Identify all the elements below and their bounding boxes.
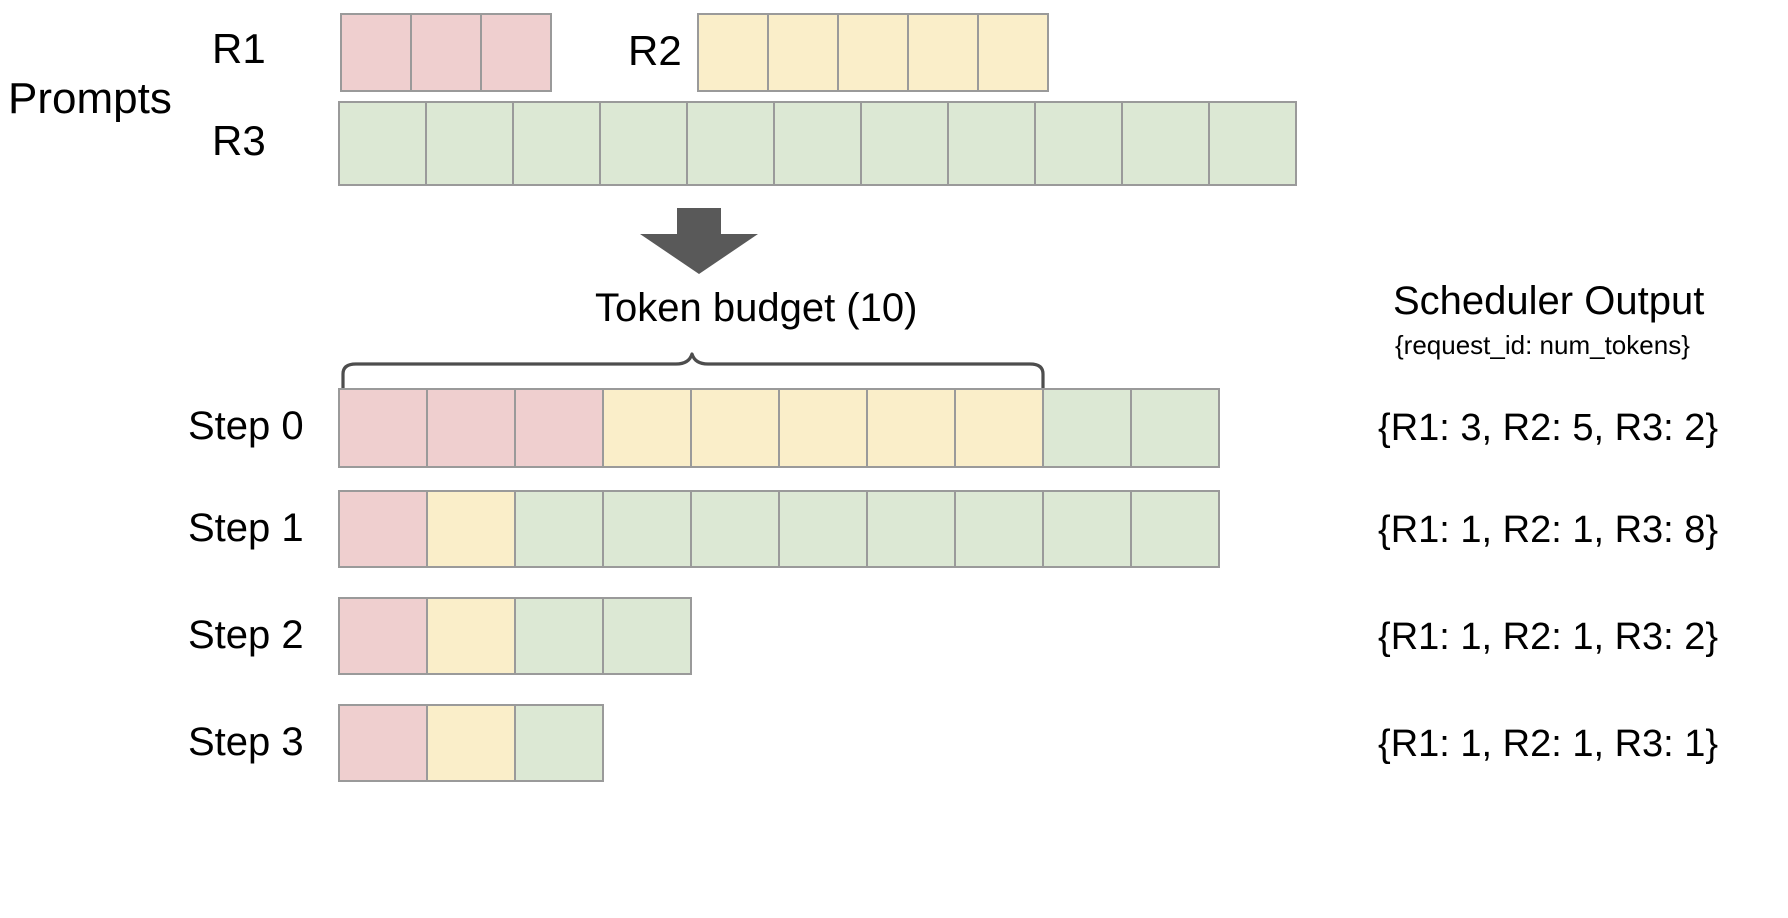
token-cell bbox=[428, 492, 514, 566]
token-cell bbox=[1123, 103, 1208, 184]
token-cell bbox=[428, 390, 514, 466]
token-cell bbox=[342, 15, 410, 90]
token-cell bbox=[956, 390, 1042, 466]
token-cell bbox=[1044, 492, 1130, 566]
token-cell bbox=[979, 15, 1047, 90]
prompts-section-label: Prompts bbox=[8, 74, 172, 123]
request-label-r2: R2 bbox=[628, 27, 682, 74]
step-token-strip-2 bbox=[338, 597, 692, 675]
token-cell bbox=[692, 492, 778, 566]
step-token-strip-1 bbox=[338, 490, 1220, 568]
token-cell bbox=[692, 390, 778, 466]
token-cell bbox=[956, 492, 1042, 566]
request-label-r3: R3 bbox=[212, 117, 266, 164]
token-cell bbox=[412, 15, 480, 90]
token-cell bbox=[514, 103, 599, 184]
prompt-token-strip-r3 bbox=[338, 101, 1297, 186]
token-cell bbox=[780, 492, 866, 566]
token-cell bbox=[1210, 103, 1295, 184]
down-arrow-icon bbox=[640, 208, 758, 279]
token-cell bbox=[516, 706, 602, 780]
token-cell bbox=[909, 15, 977, 90]
token-cell bbox=[516, 492, 602, 566]
step-token-strip-3 bbox=[338, 704, 604, 782]
token-cell bbox=[868, 492, 954, 566]
token-cell bbox=[1132, 390, 1218, 466]
token-cell bbox=[516, 390, 602, 466]
step-label-2: Step 2 bbox=[188, 613, 304, 657]
request-label-r1: R1 bbox=[212, 25, 266, 72]
token-cell bbox=[604, 492, 690, 566]
token-cell bbox=[428, 706, 514, 780]
token-cell bbox=[601, 103, 686, 184]
step-label-0: Step 0 bbox=[188, 404, 304, 448]
token-cell bbox=[699, 15, 767, 90]
prompt-token-strip-r2 bbox=[697, 13, 1049, 92]
token-cell bbox=[1036, 103, 1121, 184]
step-label-3: Step 3 bbox=[188, 720, 304, 764]
scheduler-output-subtitle: {request_id: num_tokens} bbox=[1395, 330, 1690, 360]
token-cell bbox=[428, 599, 514, 673]
step-token-strip-0 bbox=[338, 388, 1220, 468]
token-cell bbox=[868, 390, 954, 466]
token-cell bbox=[839, 15, 907, 90]
curly-brace-icon bbox=[340, 350, 1050, 395]
token-cell bbox=[1132, 492, 1218, 566]
token-cell bbox=[340, 706, 426, 780]
token-cell bbox=[1044, 390, 1130, 466]
token-cell bbox=[516, 599, 602, 673]
scheduler-output-value-2: {R1: 1, R2: 1, R3: 2} bbox=[1378, 616, 1719, 658]
token-cell bbox=[340, 492, 426, 566]
token-cell bbox=[482, 15, 550, 90]
token-cell bbox=[340, 599, 426, 673]
prompt-token-strip-r1 bbox=[340, 13, 552, 92]
token-cell bbox=[427, 103, 512, 184]
token-cell bbox=[340, 103, 425, 184]
token-cell bbox=[604, 599, 690, 673]
token-cell bbox=[862, 103, 947, 184]
token-cell bbox=[949, 103, 1034, 184]
step-label-1: Step 1 bbox=[188, 506, 304, 550]
token-cell bbox=[688, 103, 773, 184]
scheduler-output-title: Scheduler Output bbox=[1393, 279, 1705, 323]
token-cell bbox=[769, 15, 837, 90]
token-budget-label: Token budget (10) bbox=[595, 286, 918, 330]
scheduler-output-value-3: {R1: 1, R2: 1, R3: 1} bbox=[1378, 723, 1719, 765]
token-cell bbox=[604, 390, 690, 466]
scheduler-output-value-0: {R1: 3, R2: 5, R3: 2} bbox=[1378, 407, 1719, 449]
scheduler-output-value-1: {R1: 1, R2: 1, R3: 8} bbox=[1378, 509, 1719, 551]
token-cell bbox=[780, 390, 866, 466]
token-cell bbox=[775, 103, 860, 184]
token-cell bbox=[340, 390, 426, 466]
